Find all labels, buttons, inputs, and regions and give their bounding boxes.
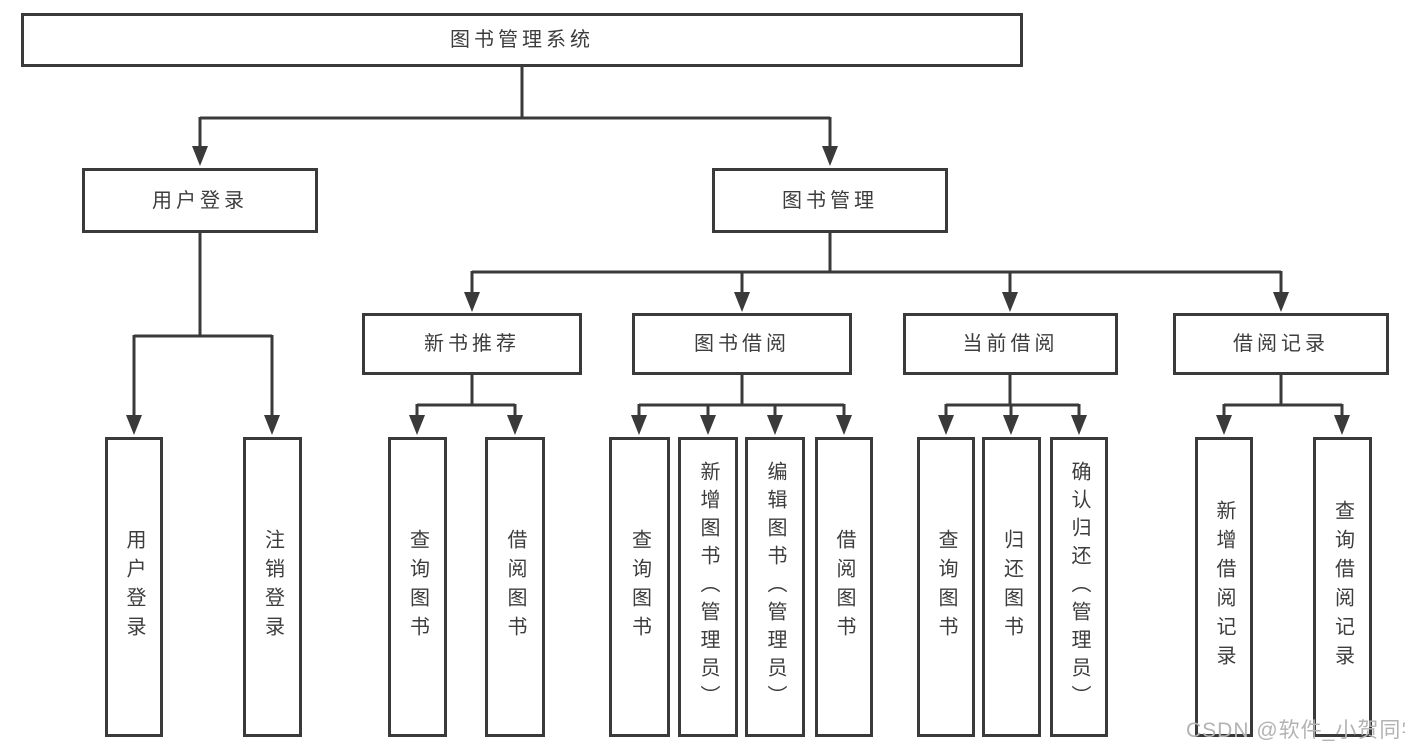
csdn-watermark: CSDN @软件_小贺同学 <box>1186 719 1405 742</box>
leaf-edit-books-admin: 编辑图书（管理员） <box>745 437 805 737</box>
leaf-add-books-admin: 新增图书（管理员） <box>678 437 738 737</box>
leaf-borrow-books-1: 借阅图书 <box>485 437 545 737</box>
node-book-management: 图书管理 <box>712 168 948 233</box>
leaf-confirm-return-admin: 确认归还（管理员） <box>1050 437 1108 737</box>
leaf-add-borrow-record: 新增借阅记录 <box>1195 437 1253 737</box>
node-root-library-system: 图书管理系统 <box>21 13 1023 67</box>
leaf-return-books: 归还图书 <box>982 437 1041 737</box>
leaf-logout: 注销登录 <box>243 437 302 737</box>
leaf-borrow-books-2: 借阅图书 <box>815 437 873 737</box>
node-borrow-records: 借阅记录 <box>1173 313 1389 375</box>
leaf-query-books-2: 查询图书 <box>609 437 670 737</box>
leaf-query-books-1: 查询图书 <box>388 437 447 737</box>
leaf-query-borrow-record: 查询借阅记录 <box>1313 437 1372 737</box>
node-user-login: 用户登录 <box>82 168 318 233</box>
node-book-borrow: 图书借阅 <box>632 313 852 375</box>
node-new-book-recommend: 新书推荐 <box>362 313 582 375</box>
node-current-borrow: 当前借阅 <box>903 313 1118 375</box>
leaf-query-books-3: 查询图书 <box>917 437 975 737</box>
leaf-user-login: 用户登录 <box>105 437 163 737</box>
